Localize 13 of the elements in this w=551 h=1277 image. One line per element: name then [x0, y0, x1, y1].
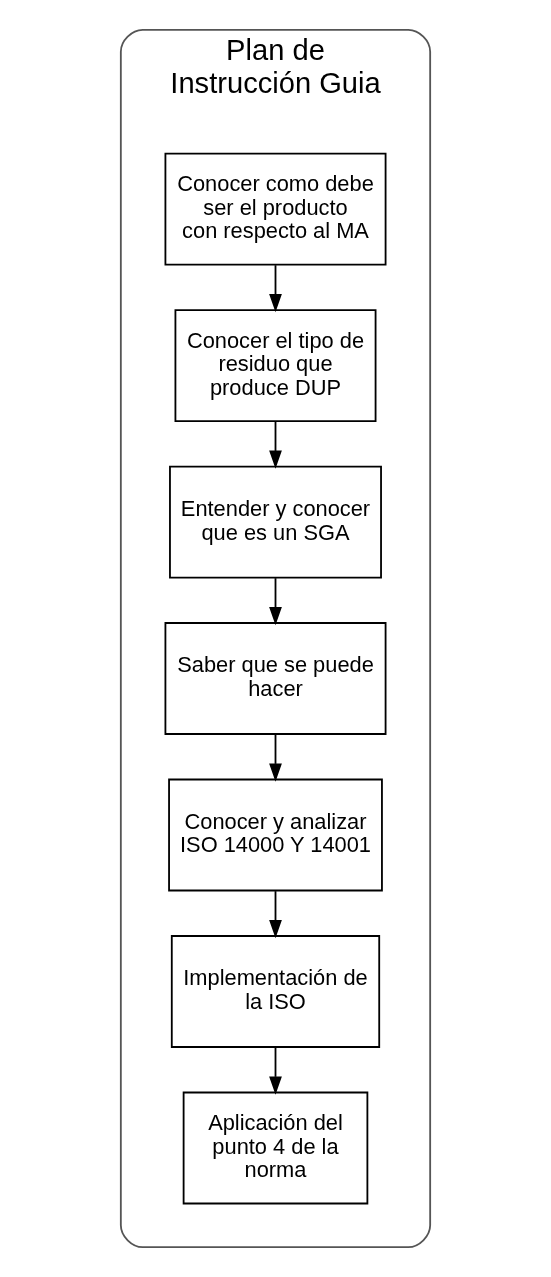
arrow [269, 1046, 282, 1095]
arrow [269, 890, 282, 939]
node-box: Aplicación del punto 4 de la norma [182, 1091, 369, 1205]
arrow [269, 577, 282, 626]
node-box: Implementación de la ISO [170, 935, 381, 1048]
node-box: Conocer el tipo de residuo que produce DUP [174, 309, 377, 422]
node-box: Entender y conocer que es un SGA [169, 465, 382, 579]
node-box: Conocer y analizar ISO 14000 Y 14001 [168, 778, 383, 892]
node-box: Conocer como debe ser el producto con respecto al MA [164, 152, 387, 266]
node-box: Saber que se puede hacer [164, 622, 387, 735]
arrow [269, 733, 282, 782]
arrow [269, 264, 282, 313]
arrow [269, 420, 282, 469]
